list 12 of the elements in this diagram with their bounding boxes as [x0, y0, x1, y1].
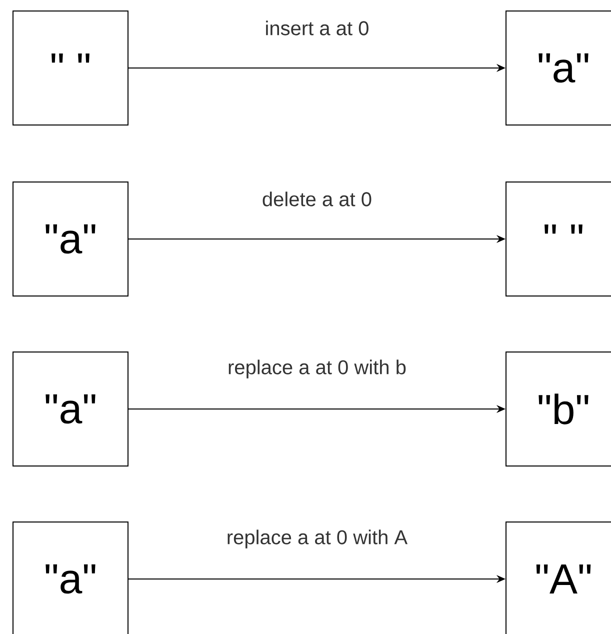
string-box: " " — [12, 10, 128, 126]
edge-label: insert a at 0 — [264, 20, 370, 36]
string-box: "b" — [506, 352, 611, 466]
edge-label: replace a at 0 with A — [225, 528, 409, 550]
string-box: "a" — [12, 522, 128, 634]
string-box: "a" — [506, 10, 611, 126]
string-box: " " — [506, 182, 611, 296]
edge-label: delete a at 0 — [260, 190, 374, 208]
string-box: "A" — [506, 522, 611, 634]
string-box: "a" — [12, 352, 128, 466]
string-box: "a" — [12, 182, 128, 296]
edge-label: replace a at 0 with b — [226, 358, 408, 380]
